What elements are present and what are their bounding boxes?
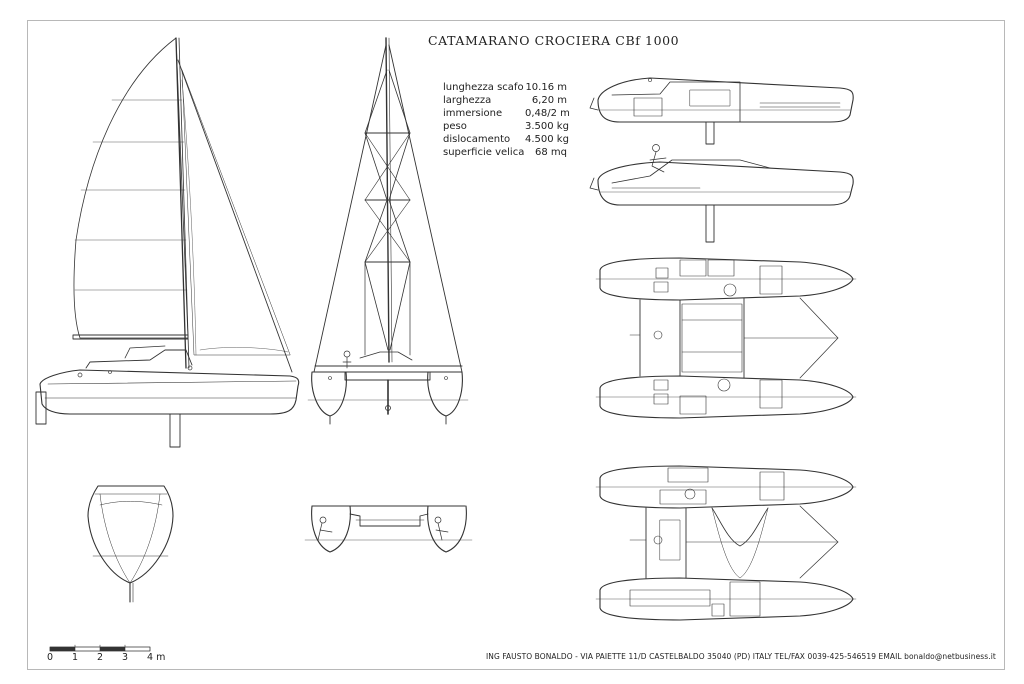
spec-row: larghezza 6,20 m [443, 94, 567, 107]
drawing-title: CATAMARANO CROCIERA CBf 1000 [428, 33, 680, 48]
spec-label: superficie velica [443, 147, 525, 158]
sheet-border [27, 20, 1005, 670]
spec-value: 0,48/2 m [525, 108, 570, 119]
spec-row: dislocamento 4.500 kg [443, 133, 569, 146]
spec-row: immersione 0,48/2 m [443, 107, 570, 120]
spec-row: superficie velica 68 mq [443, 146, 567, 159]
scale-tick-label: 3 [122, 652, 129, 663]
hull-section-view [87, 485, 174, 603]
front-elevation-view [307, 37, 469, 425]
scale-tick-label: 4 m [147, 652, 166, 663]
spec-value: 3.500 kg [525, 121, 569, 132]
spec-label: immersione [443, 108, 503, 119]
spec-value: 68 mq [535, 147, 567, 158]
scale-bar [49, 644, 151, 652]
accommodation-plan-view [595, 465, 857, 621]
stern-view [304, 505, 473, 553]
spec-value: 4.500 kg [525, 134, 569, 145]
spec-label: larghezza [443, 95, 492, 106]
side-elevation-view [35, 37, 300, 448]
spec-label: dislocamento [443, 134, 511, 145]
footer-credit: ING FAUSTO BONALDO - VIA PAIETTE 11/D CA… [486, 651, 996, 661]
scale-tick-label: 1 [72, 652, 79, 663]
spec-value: 6,20 m [531, 95, 567, 106]
deck-plan-view [595, 257, 857, 419]
spec-label: peso [443, 121, 467, 132]
scale-tick-label: 2 [97, 652, 104, 663]
hull-profile-lower [589, 144, 854, 243]
spec-row: peso 3.500 kg [443, 120, 569, 133]
hull-profile-upper [589, 77, 854, 145]
spec-value: 10.16 m [525, 82, 567, 93]
scale-tick-label: 0 [47, 652, 54, 663]
spec-label: lunghezza scafo [443, 82, 524, 93]
